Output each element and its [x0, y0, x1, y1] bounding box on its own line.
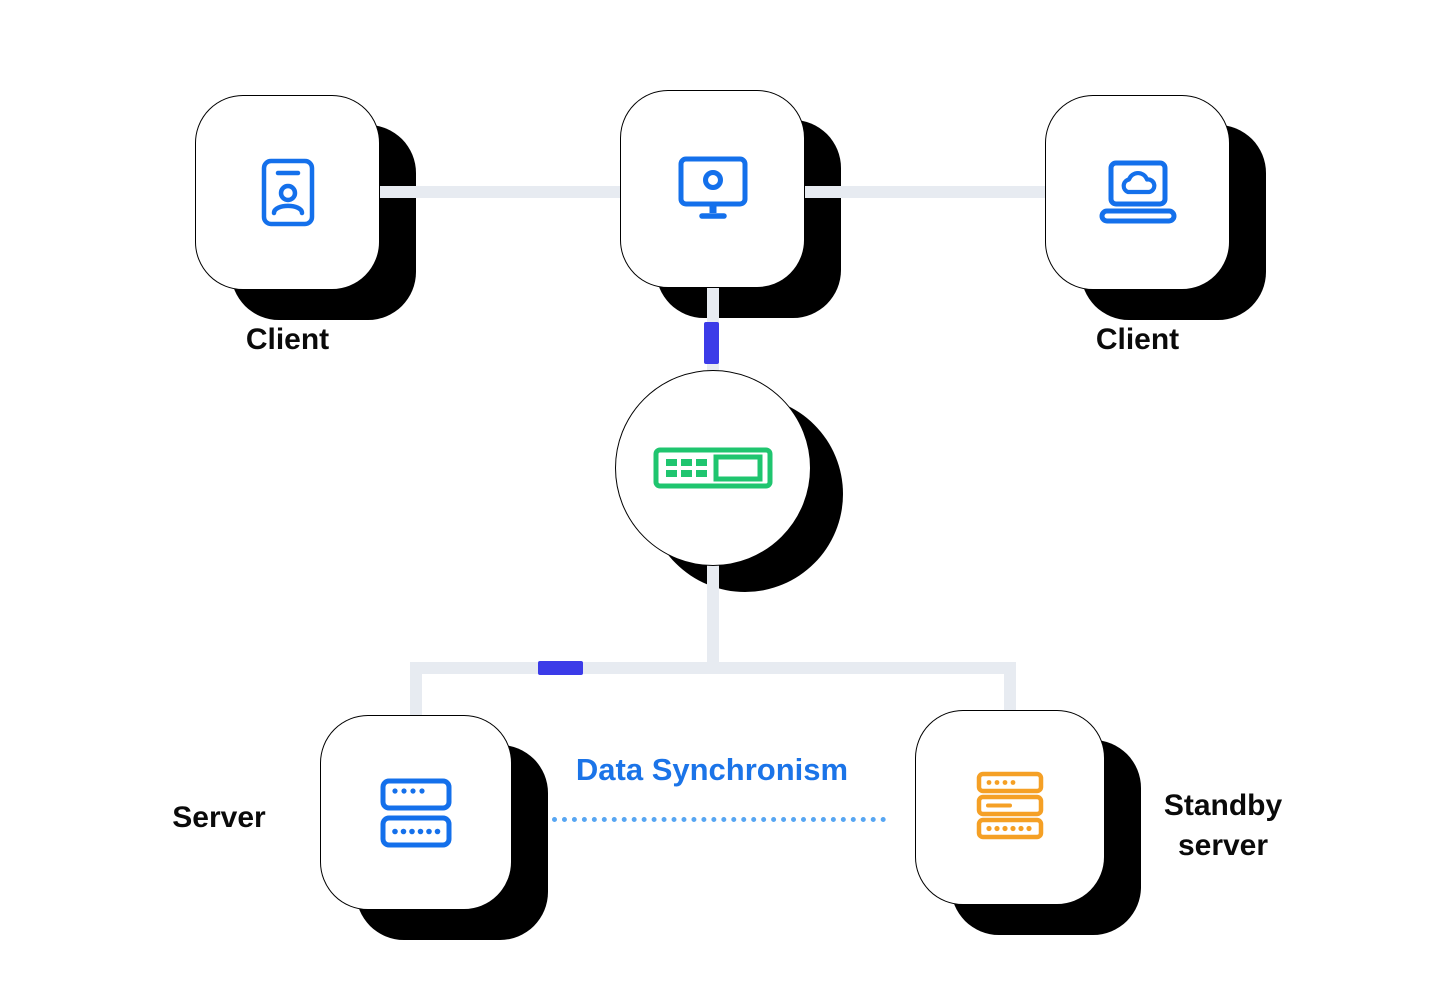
server-icon — [380, 778, 452, 847]
node-body — [915, 710, 1105, 905]
data-sync-label: Data Synchronism — [575, 752, 849, 787]
node-client-right — [1045, 95, 1266, 320]
connector-accent-segment-horizontal — [538, 661, 583, 675]
laptop-cloud-icon — [1099, 160, 1176, 223]
node-body — [615, 370, 811, 566]
node-client-left — [195, 95, 416, 320]
connector-clientleft-hub — [380, 186, 620, 198]
connector-drop-standby — [1004, 662, 1016, 715]
node-server — [320, 715, 548, 940]
node-network-switch — [615, 370, 843, 592]
connector-drop-server — [410, 662, 422, 720]
switch-icon — [653, 447, 773, 489]
node-body — [1045, 95, 1230, 290]
connector-switch-branch — [707, 555, 719, 672]
data-sync-dotted-line — [552, 817, 886, 822]
id-card-icon — [261, 158, 314, 226]
connector-accent-segment-vertical — [704, 322, 719, 364]
connector-branch-horizontal — [410, 662, 1016, 674]
node-standby-server — [915, 710, 1141, 935]
standby-server-icon — [976, 771, 1044, 839]
node-label-client-right: Client — [1095, 323, 1180, 356]
node-label-client-left: Client — [245, 323, 330, 356]
node-body — [320, 715, 512, 910]
node-label-server: Server — [172, 801, 266, 834]
desktop-monitor-icon — [678, 156, 747, 219]
node-body — [620, 90, 805, 288]
connector-hub-clientright — [805, 186, 1045, 198]
node-label-standby-server: Standby server — [1163, 789, 1283, 862]
node-body — [195, 95, 380, 290]
node-desktop-hub — [620, 90, 841, 318]
